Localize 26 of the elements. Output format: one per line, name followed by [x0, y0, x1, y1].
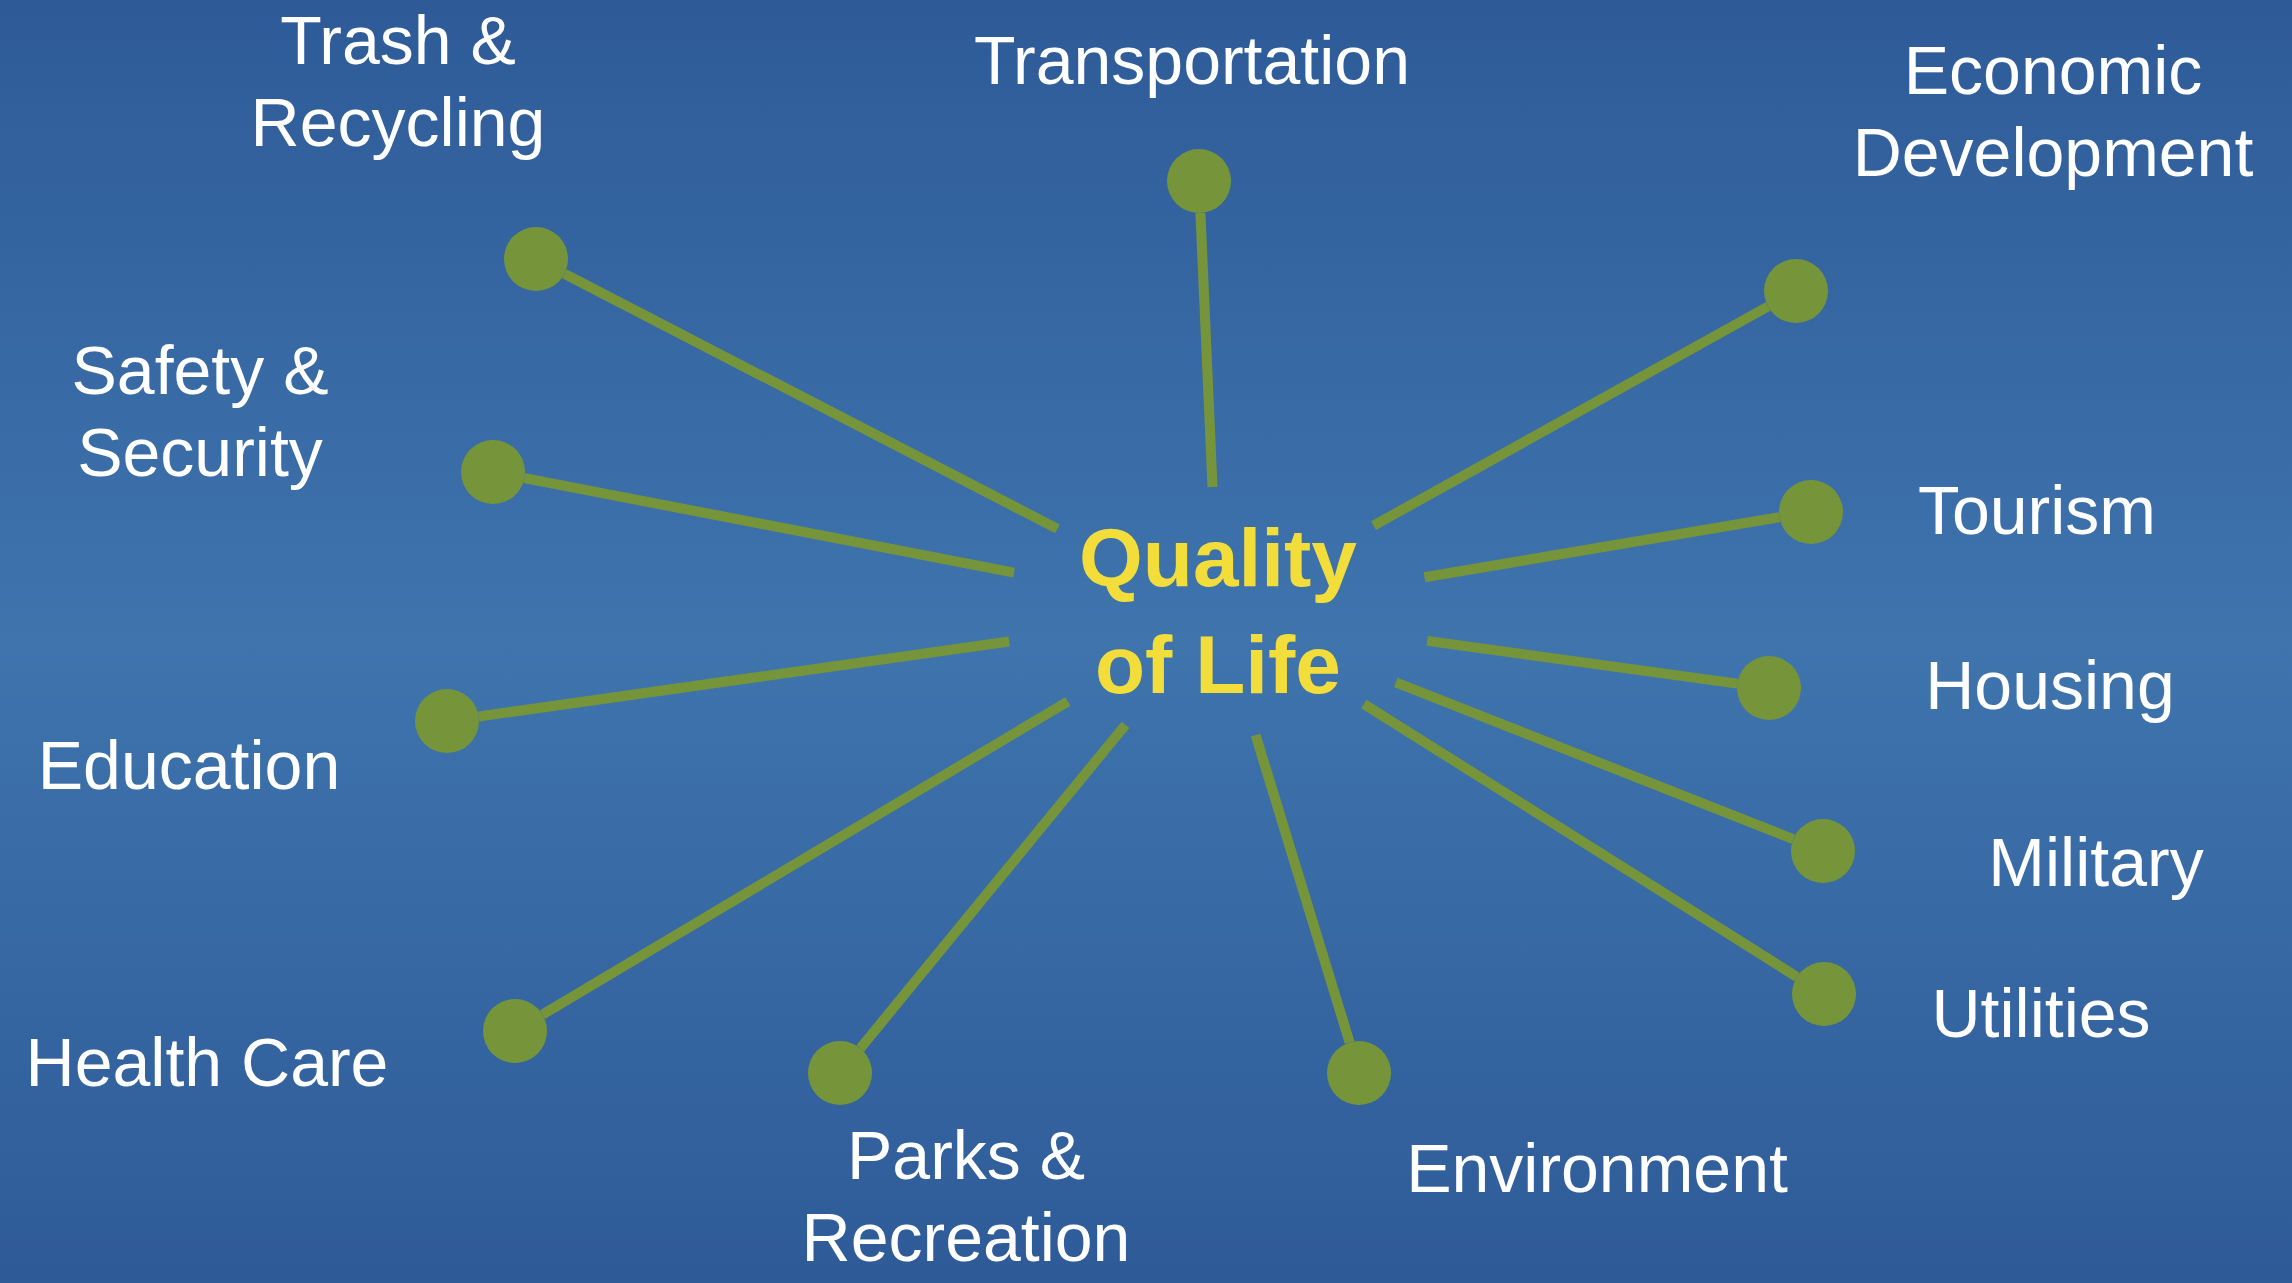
spoke-line: [478, 636, 1010, 722]
node-label: Health Care: [24, 1023, 390, 1102]
spoke-line: [1371, 302, 1771, 531]
node-label: Safety & Security: [70, 331, 330, 492]
node-label: Education: [36, 726, 342, 805]
node-label: Housing: [1924, 646, 2176, 725]
spoke-line: [1423, 512, 1781, 583]
spoke-line: [523, 473, 1015, 578]
node-label: Utilities: [1930, 974, 2152, 1053]
spoke-line: [562, 269, 1060, 534]
node-label: Tourism: [1916, 471, 2157, 550]
node-label: Parks & Recreation: [800, 1116, 1132, 1277]
hub-title: Quality of Life: [1038, 505, 1398, 719]
spoke-line: [1426, 635, 1738, 689]
node-label: Transportation: [973, 21, 1411, 100]
spoke-line: [1250, 733, 1355, 1044]
spoke-line: [1393, 677, 1796, 844]
spoke-line: [1361, 699, 1800, 982]
spoke-line: [1195, 212, 1218, 488]
spoke-line: [539, 697, 1071, 1019]
node-label: Trash & Recycling: [249, 1, 547, 162]
node-label: Environment: [1405, 1129, 1789, 1208]
spoke-line: [856, 721, 1130, 1052]
node-label: Economic Development: [1851, 31, 2255, 192]
dot-node: [504, 227, 568, 291]
node-label: Military: [1987, 823, 2205, 902]
